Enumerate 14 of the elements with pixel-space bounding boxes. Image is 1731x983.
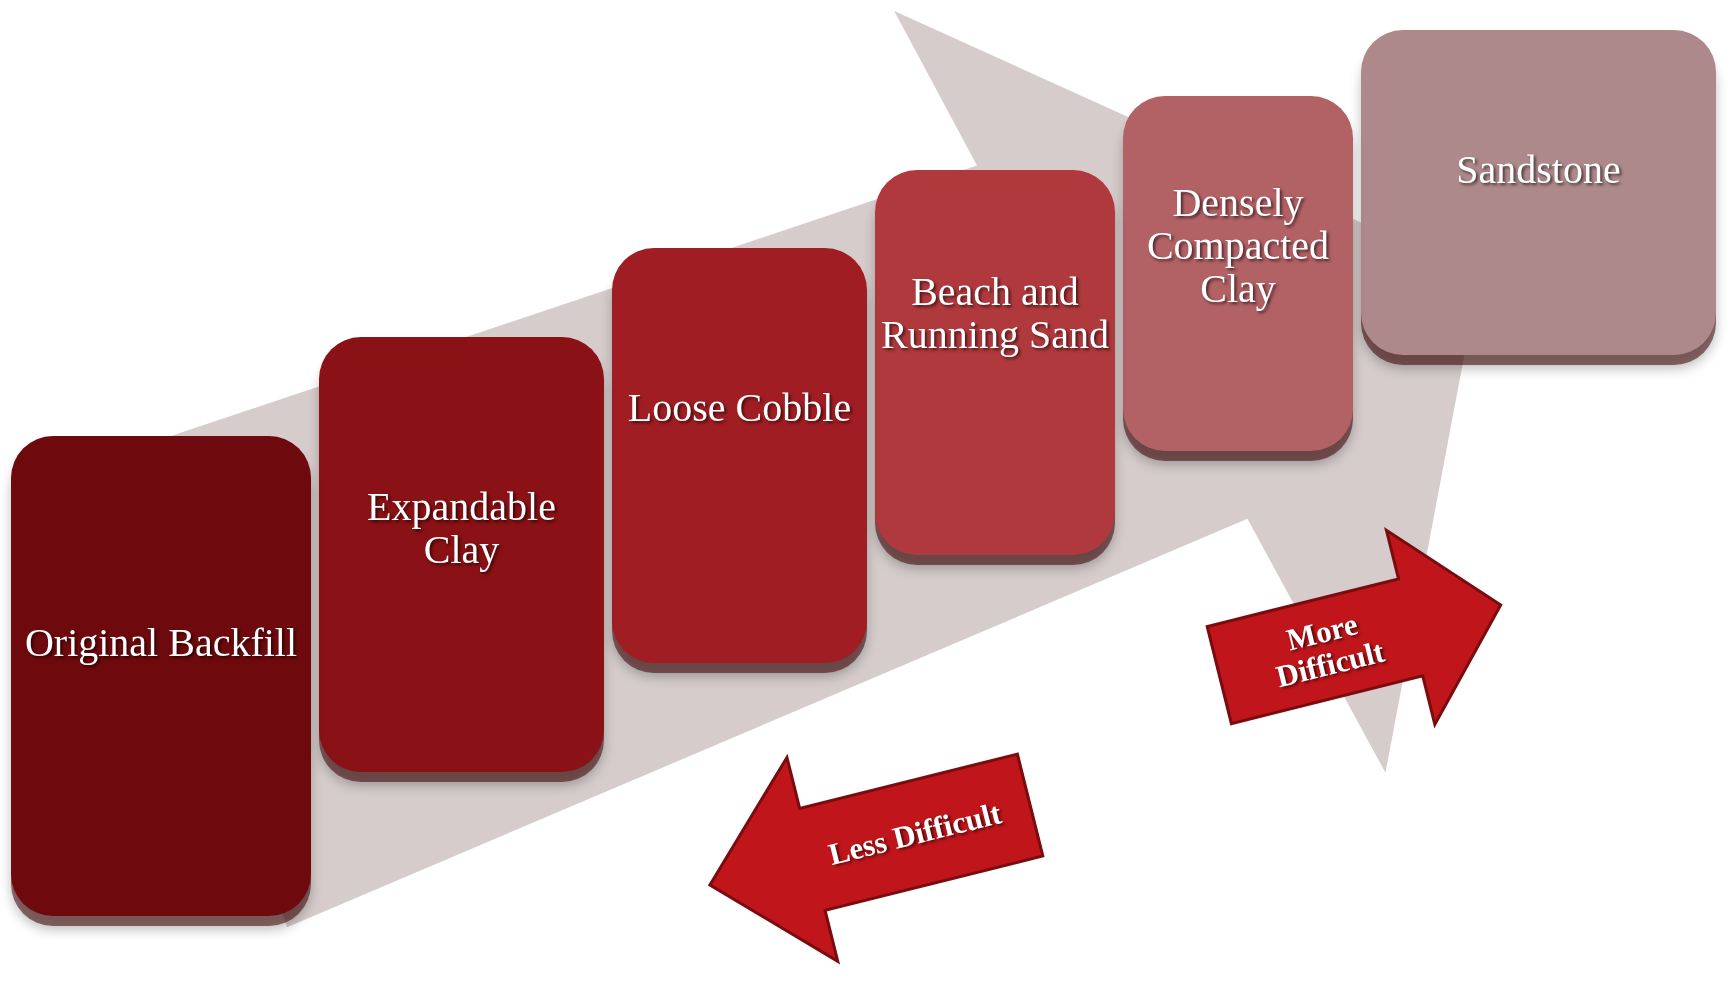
stage-label: Densely Compacted Clay <box>1145 181 1331 311</box>
stage-label: Expandable Clay <box>366 485 557 572</box>
stage-box <box>11 436 311 916</box>
stage-box <box>1123 96 1353 451</box>
stage-label: Sandstone <box>1456 148 1621 192</box>
stage-box <box>1361 30 1716 355</box>
stage-label: Original Backfill <box>24 621 298 665</box>
stage-box <box>319 337 604 772</box>
stage-label: Loose Cobble <box>627 386 852 430</box>
stage-box <box>875 170 1115 555</box>
arrow-label: More Difficult <box>1271 605 1389 697</box>
stage-label: Beach and Running Sand <box>880 270 1110 357</box>
stage-box <box>612 248 867 663</box>
arrow-label: Less Difficult <box>825 796 1005 872</box>
